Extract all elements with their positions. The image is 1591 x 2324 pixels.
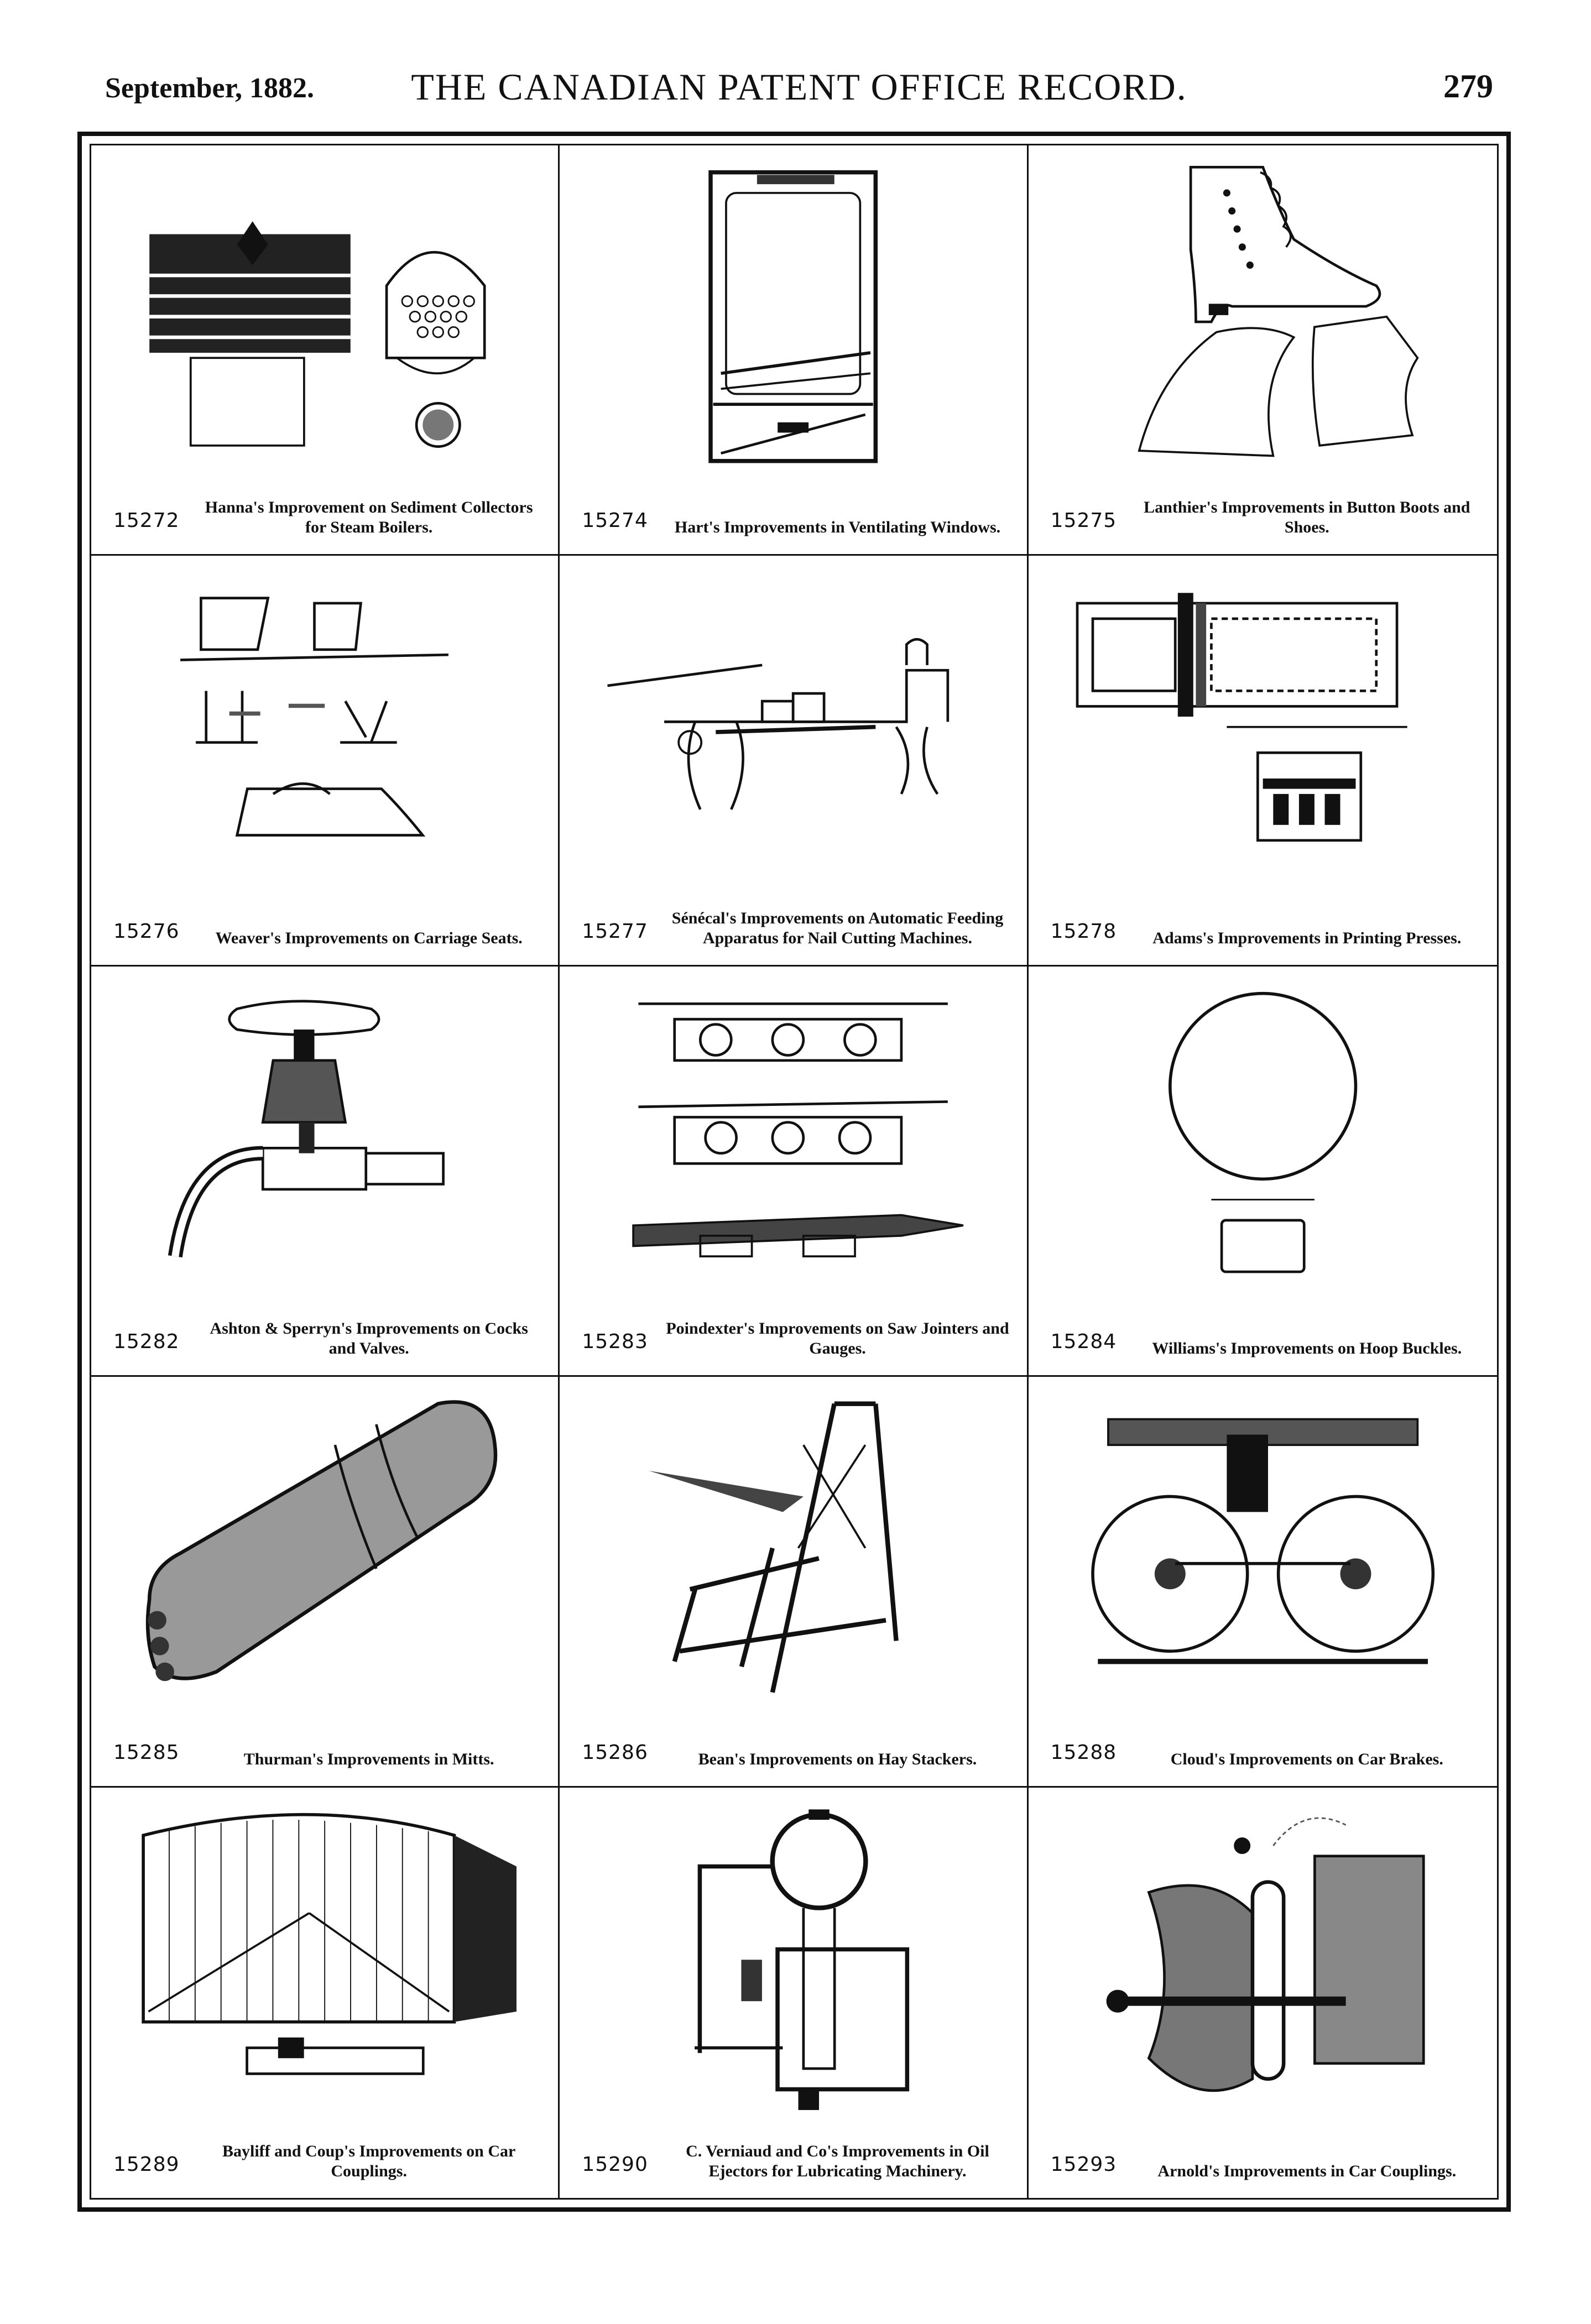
patent-grid: 15272 Hanna's Improvement on Sediment Co… <box>91 145 1497 2198</box>
patent-caption: Ashton & Sperryn's Improvements on Cocks… <box>210 1319 528 1358</box>
patent-number: 15276 <box>113 920 180 943</box>
patent-cell: 15276 Weaver's Improvements on Carriage … <box>91 556 560 967</box>
patent-caption: Bean's Improvements on Hay Stackers. <box>698 1749 977 1768</box>
patent-cell: 15290 C. Verniaud and Co's Improvements … <box>560 1787 1029 2198</box>
printing-press-figure <box>1051 572 1475 881</box>
patent-number: 15274 <box>582 509 648 532</box>
car-brake-figure <box>1051 1393 1475 1702</box>
ventilating-window-figure <box>582 162 1004 471</box>
patent-caption: Weaver's Improvements on Carriage Seats. <box>215 928 523 947</box>
patent-number: 15289 <box>113 2153 180 2176</box>
boiler-sediment-collector-figure <box>113 162 536 471</box>
nail-feeding-machine-figure <box>582 572 1004 881</box>
page-header: September, 1882. THE CANADIAN PATENT OFF… <box>105 65 1493 115</box>
patent-number: 15286 <box>582 1741 648 1764</box>
patent-cell: 15274 Hart's Improvements in Ventilating… <box>560 145 1029 556</box>
oil-ejector-figure <box>582 1804 1004 2115</box>
publication-title: THE CANADIAN PATENT OFFICE RECORD. <box>411 66 1187 108</box>
patent-cell: 15278 Adams's Improvements in Printing P… <box>1028 556 1497 967</box>
patent-cell: 15283 Poindexter's Improvements on Saw J… <box>560 966 1029 1377</box>
patent-number: 15283 <box>582 1330 648 1354</box>
patent-caption: Williams's Improvements on Hoop Buckles. <box>1152 1339 1462 1358</box>
patent-cell: 15288 Cloud's Improvements on Car Brakes… <box>1028 1377 1497 1788</box>
patent-caption: Adams's Improvements in Printing Presses… <box>1152 928 1462 947</box>
patent-caption: Arnold's Improvements in Car Couplings. <box>1157 2162 1457 2180</box>
patent-number: 15284 <box>1050 1330 1117 1354</box>
patent-caption: Bayliff and Coup's Improvements on Car C… <box>222 2142 516 2180</box>
patent-caption: Lanthier's Improvements in Button Boots … <box>1144 498 1470 537</box>
patent-cell: 15282 Ashton & Sperryn's Improvements on… <box>91 966 560 1377</box>
button-boot-figure <box>1051 162 1475 471</box>
mitt-figure <box>113 1393 536 1702</box>
patent-number: 15293 <box>1050 2153 1117 2176</box>
patent-number: 15278 <box>1050 920 1117 943</box>
cock-valve-figure <box>113 983 536 1292</box>
car-coupling-figure <box>1051 1804 1475 2115</box>
patent-caption: Hart's Improvements in Ventilating Windo… <box>674 518 1001 537</box>
patent-number: 15288 <box>1050 1741 1117 1764</box>
saw-jointer-figure <box>582 983 1004 1292</box>
patent-caption: C. Verniaud and Co's Improvements in Oil… <box>686 2142 989 2180</box>
patent-figures-frame: 15272 Hanna's Improvement on Sediment Co… <box>77 132 1511 2212</box>
patent-caption: Sénécal's Improvements on Automatic Feed… <box>671 908 1004 947</box>
patent-cell: 15285 Thurman's Improvements in Mitts. <box>91 1377 560 1788</box>
patent-number: 15285 <box>113 1741 180 1764</box>
hoop-buckle-figure <box>1051 983 1475 1292</box>
patent-number: 15272 <box>113 509 180 532</box>
patent-cell: 15284 Williams's Improvements on Hoop Bu… <box>1028 967 1497 1377</box>
patent-number: 15275 <box>1050 509 1117 532</box>
issue-date: September, 1882. <box>105 72 314 104</box>
patent-caption: Cloud's Improvements on Car Brakes. <box>1170 1749 1443 1768</box>
patent-caption: Poindexter's Improvements on Saw Jointer… <box>666 1319 1009 1358</box>
page-number: 279 <box>1443 68 1493 105</box>
patent-cell: 15272 Hanna's Improvement on Sediment Co… <box>91 145 560 556</box>
patent-cell: 15277 Sénécal's Improvements on Automati… <box>560 556 1029 967</box>
patent-cell: 15293 Arnold's Improvements in Car Coupl… <box>1029 1788 1497 2198</box>
patent-number: 15282 <box>113 1330 180 1354</box>
patent-caption: Hanna's Improvement on Sediment Collecto… <box>205 498 533 537</box>
patent-cell: 15275 Lanthier's Improvements in Button … <box>1028 145 1497 556</box>
patent-cell: 15286 Bean's Improvements on Hay Stacker… <box>560 1377 1029 1788</box>
hay-stacker-figure <box>582 1393 1004 1702</box>
freight-car-figure <box>113 1804 536 2115</box>
patent-number: 15290 <box>582 2153 648 2176</box>
patent-cell: 15289 Bayliff and Coup's Improvements on… <box>91 1787 560 2198</box>
carriage-seat-figure <box>113 572 536 881</box>
patent-number: 15277 <box>582 920 648 943</box>
patent-caption: Thurman's Improvements in Mitts. <box>243 1749 494 1768</box>
